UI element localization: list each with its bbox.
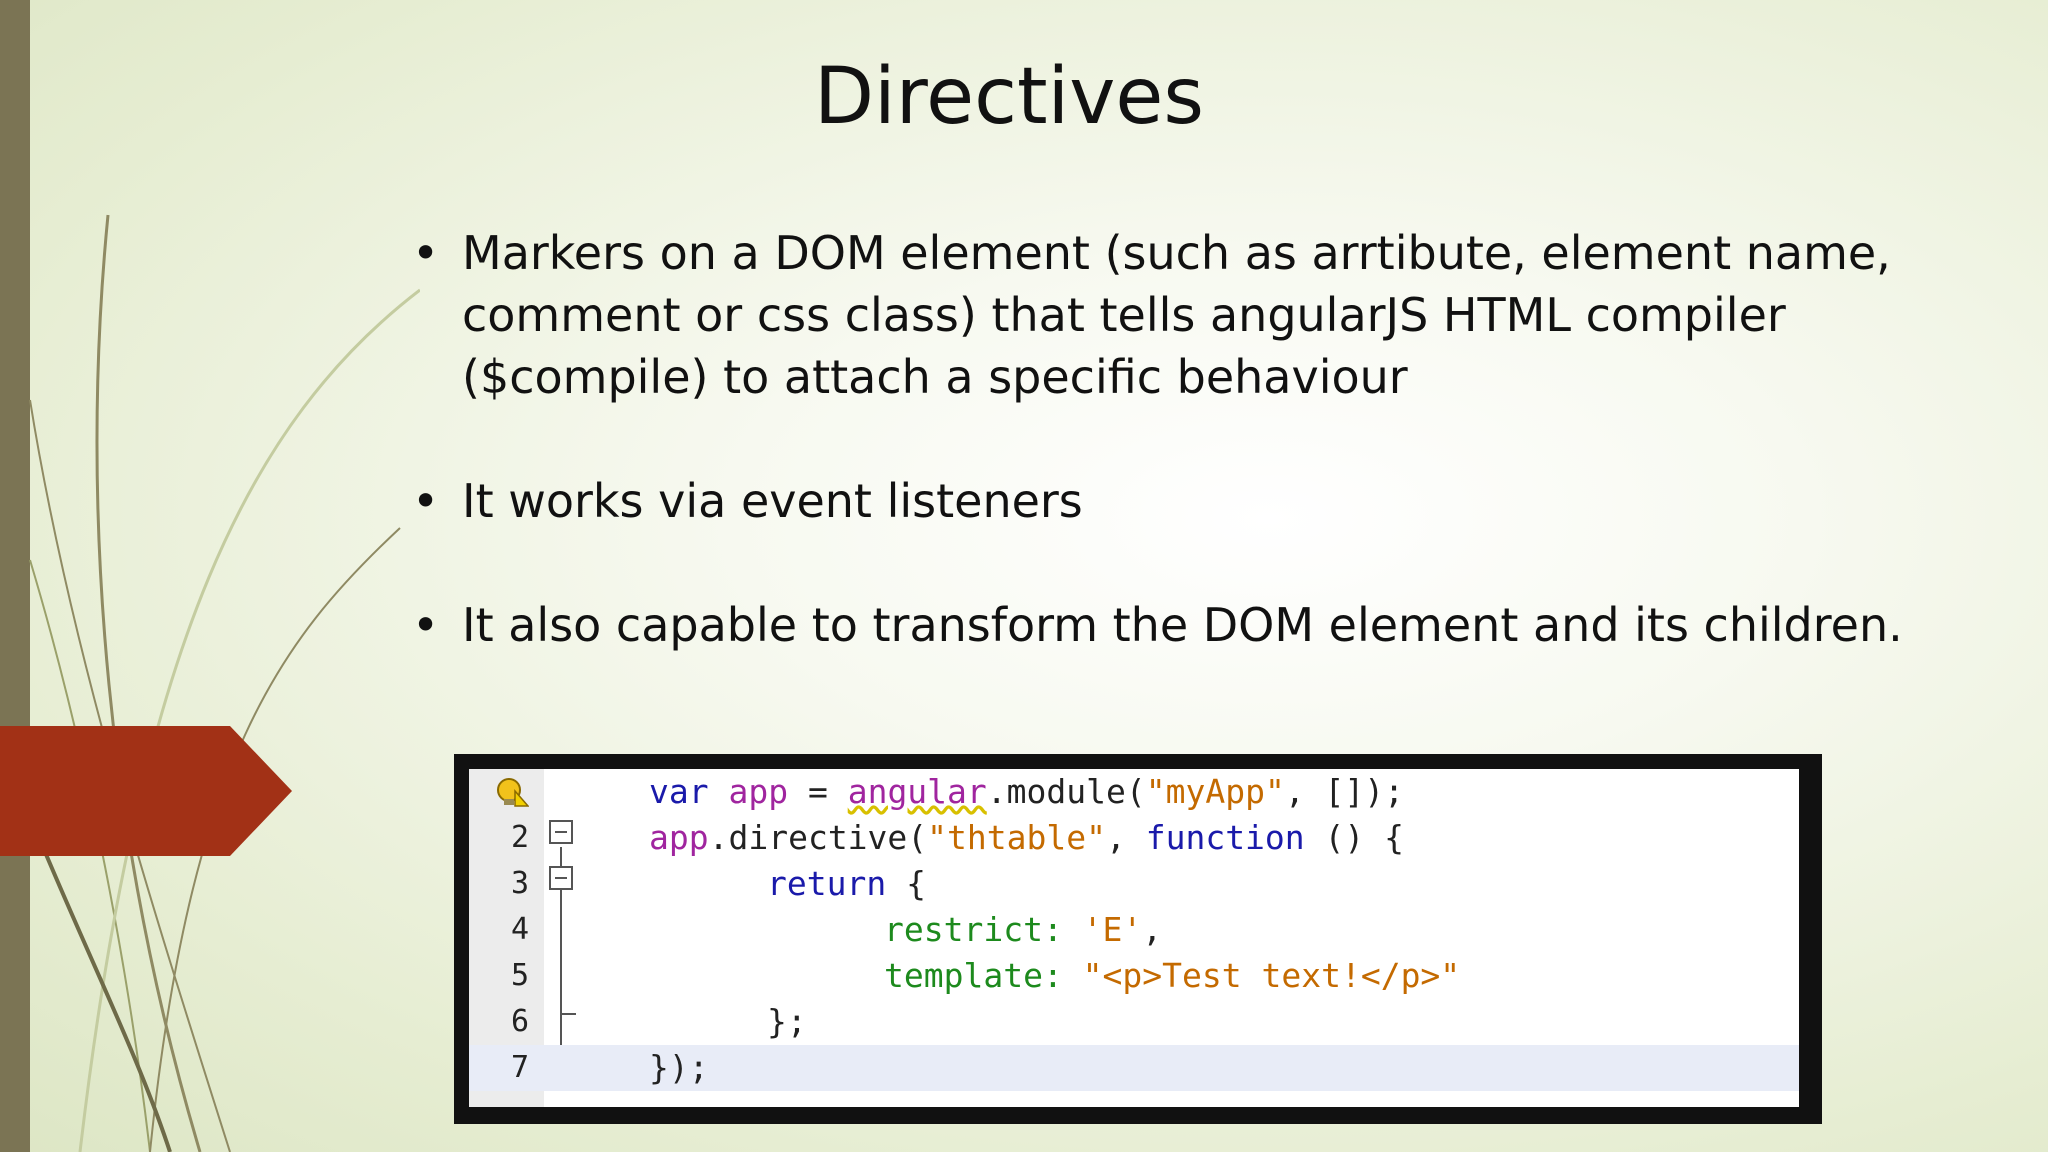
code-line: var app = angular.module("myApp", []); xyxy=(469,769,1799,815)
bullet-dot: • xyxy=(412,474,440,528)
code-editor: var app = angular.module("myApp", []); 2… xyxy=(469,769,1799,1107)
line-number: 6 xyxy=(510,1004,529,1039)
fold-toggle-icon[interactable] xyxy=(549,866,573,890)
bullet-text: It works via event listeners xyxy=(462,474,1083,528)
code-identifier: app xyxy=(649,818,709,857)
line-number: 2 xyxy=(510,820,529,855)
line-number: 7 xyxy=(510,1050,529,1085)
red-arrow-shape xyxy=(0,726,292,856)
line-number: 4 xyxy=(510,912,529,947)
code-punct: { xyxy=(886,864,926,903)
code-punct: , []); xyxy=(1284,772,1405,811)
code-line: 6 }; xyxy=(469,999,1799,1045)
code-string: "<p>Test text!</p>" xyxy=(1062,956,1461,995)
code-string: 'E' xyxy=(1062,910,1143,949)
code-operator: = xyxy=(788,772,848,811)
code-identifier: app xyxy=(708,772,789,811)
fold-toggle-icon[interactable] xyxy=(549,820,573,844)
left-accent-bar xyxy=(0,0,30,1152)
code-identifier: angular xyxy=(847,772,987,811)
code-line-current: 7 }); xyxy=(469,1045,1799,1091)
bullet-item: • It works via event listeners xyxy=(412,470,1972,532)
line-number: 3 xyxy=(510,866,529,901)
bullet-list: • Markers on a DOM element (such as arrt… xyxy=(412,222,1972,718)
bullet-dot: • xyxy=(412,226,440,280)
code-call: .module( xyxy=(986,772,1146,811)
code-punct: }); xyxy=(649,1048,709,1087)
code-punct: () { xyxy=(1304,818,1405,857)
slide-title: Directives xyxy=(814,52,1204,142)
code-call: .directive( xyxy=(708,818,928,857)
code-screenshot-frame: var app = angular.module("myApp", []); 2… xyxy=(454,754,1822,1124)
bullet-text: It also capable to transform the DOM ele… xyxy=(462,598,1903,652)
bullet-item: • It also capable to transform the DOM e… xyxy=(412,594,1972,656)
code-line: 4 restrict: 'E', xyxy=(469,907,1799,953)
code-string: "thtable" xyxy=(927,818,1106,857)
code-property: restrict: xyxy=(884,910,1063,949)
warning-lightbulb-icon xyxy=(497,778,529,807)
code-keyword: function xyxy=(1145,818,1305,857)
code-property: template: xyxy=(884,956,1063,995)
code-punct: , xyxy=(1142,910,1163,949)
code-punct: }; xyxy=(767,1002,807,1041)
bullet-item: • Markers on a DOM element (such as arrt… xyxy=(412,222,1972,408)
bullet-dot: • xyxy=(412,598,440,652)
code-line: 3 return { xyxy=(469,861,1799,907)
code-keyword: var xyxy=(649,772,709,811)
code-line: 2 app.directive("thtable", function () { xyxy=(469,815,1799,861)
code-keyword: return xyxy=(767,864,887,903)
code-line: 5 template: "<p>Test text!</p>" xyxy=(469,953,1799,999)
code-string: "myApp" xyxy=(1145,772,1285,811)
line-number: 5 xyxy=(510,958,529,993)
bullet-text: Markers on a DOM element (such as arrtib… xyxy=(462,226,1891,404)
decorative-grass-lines xyxy=(29,214,420,1152)
code-punct: , xyxy=(1105,818,1146,857)
